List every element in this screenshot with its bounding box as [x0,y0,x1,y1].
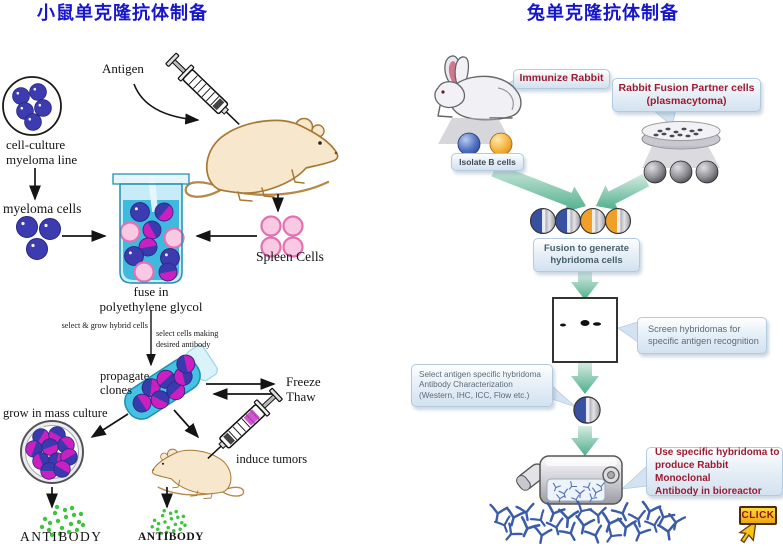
mouse-illustration [184,117,339,203]
left-panel-title: 小鼠单克隆抗体制备 [37,3,208,24]
isolate-b-cells-callout: Isolate B cells [451,153,524,171]
fuse-label: fuse in polyethylene glycol [99,284,203,314]
use-bioreactor-callout: Use specific hybridoma to produce Rabbit… [646,447,783,497]
spleen-cells-label: Spleen Cells [256,249,324,264]
fusion-generate-callout: Fusion to generate hybridoma cells [533,238,640,272]
myeloma-cells [16,216,61,260]
tumor-mouse-illustration [151,448,245,500]
rabbit-illustration [434,55,522,121]
screen-hybridomas-callout: Screen hybridomas for specific antigen r… [637,317,767,354]
b-cell-sphere-orange [489,132,513,156]
select-grow-label: select & grow hybrid cells [61,321,148,330]
plasmacytoma-sphere [643,160,667,184]
grow-mass-label: grow in mass culture [3,406,108,420]
cell-culture-dish [2,76,62,136]
immunize-rabbit-callout: Immunize Rabbit [513,69,610,89]
dish-shadow [642,146,720,168]
select-characterize-callout: Select antigen specific hybridoma Antibo… [411,364,553,407]
tumor-syringe-icon [200,385,285,467]
myeloma-cells-label: myeloma cells [3,201,82,216]
arrow-to-mouse [173,409,200,439]
antibody-label-tumor: ANTIBODY [138,531,204,543]
cursor-icon [738,519,757,544]
bioreactor [516,455,623,505]
antigen-label: Antigen [102,61,144,76]
flow-arrows [491,163,650,456]
freeze-thaw-label: Freeze Thaw [286,374,321,404]
hybridoma-cells [529,207,632,235]
antigen-arrow [133,83,200,125]
plasmacytoma-sphere [669,160,693,184]
antibody-scatter [486,500,687,548]
induce-tumors-label: induce tumors [236,452,308,466]
western-blot [552,297,618,363]
rabbit-workflow-diagram [434,55,757,548]
syringe-icon [163,50,247,132]
select-making-label: select cells making desired antibody [156,329,219,349]
plasmacytoma-sphere [695,160,719,184]
selected-hybridoma-cell [573,396,601,424]
mass-culture-dish [20,420,84,484]
cell-culture-label: cell-culture myeloma line [6,137,78,167]
fusion-partner-callout: Rabbit Fusion Partner cells (plasmacytom… [612,78,761,112]
arrow-to-culture [90,413,129,438]
mouse-workflow-diagram [2,50,339,538]
click-button[interactable]: CLICK [739,506,777,525]
propagate-clones-label: propagate clones [100,369,150,397]
right-panel-title: 兔单克隆抗体制备 [527,3,679,24]
antibody-label-culture: ANTIBODY [20,529,103,544]
fusion-beaker [112,173,190,284]
petri-dish [641,121,721,150]
clone-tube [124,345,218,420]
b-cell-sphere [457,132,481,156]
